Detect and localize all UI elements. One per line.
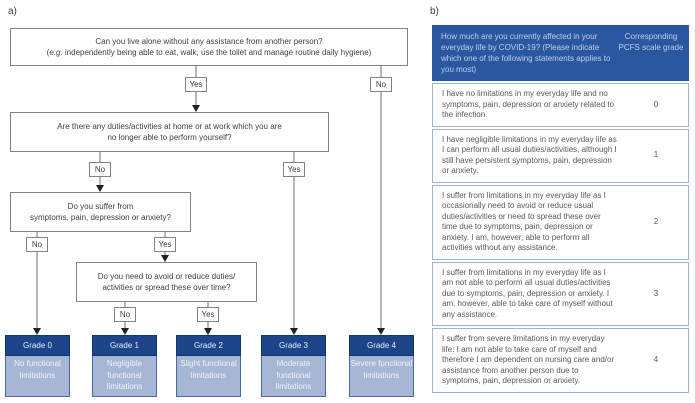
decision-label-no: No	[26, 237, 48, 252]
grade-box-1: Grade 1 Negligible functional limitation…	[92, 335, 157, 397]
grade-description: No functional limitations	[5, 356, 70, 397]
question-line: Do you need to avoid or reduce duties/	[97, 272, 236, 281]
grade-title: Grade 2	[176, 335, 241, 356]
grade-box-2: Grade 2 Slight functional limitations	[176, 335, 241, 397]
arrowhead	[377, 328, 385, 335]
question-line: Are there any duties/activities at home …	[57, 122, 282, 131]
grade-box-0: Grade 0 No functional limitations	[5, 335, 70, 397]
table-header-grade-col: Corresponding PCFS scale grade	[618, 32, 684, 52]
grade-box-4: Grade 4 Severe functional limitations	[349, 335, 414, 397]
grade-cell: 3	[653, 288, 659, 298]
arrowhead	[96, 185, 104, 192]
arrowhead	[121, 328, 129, 335]
decision-label-no: No	[114, 307, 136, 322]
decision-label-no: No	[370, 77, 392, 92]
grade-title: Grade 4	[349, 335, 414, 356]
question-line: Do you suffer from	[67, 202, 134, 211]
grade-description: Slight functional limitations	[176, 356, 241, 397]
grade-title: Grade 1	[92, 335, 157, 356]
grade-cell: 2	[653, 216, 659, 226]
decision-label-yes: Yes	[197, 307, 219, 322]
table-row: I have negligible limitations in my ever…	[432, 128, 689, 183]
question-line: symptoms, pain, depression or anxiety?	[30, 213, 171, 222]
grade-description: Negligible functional limitations	[92, 356, 157, 397]
question-line: Can you live alone without any assistanc…	[95, 37, 323, 46]
table-header-question: How much are you currently affected in y…	[441, 32, 611, 74]
panel-b-label: b)	[430, 6, 439, 17]
decision-label-no: No	[89, 162, 111, 177]
question-box-avoid-reduce: Do you need to avoid or reduce duties/ a…	[76, 262, 257, 302]
grade-box-3: Grade 3 Moderate functional limitations	[261, 335, 326, 397]
table-row: I suffer from severe limitations in my e…	[432, 328, 689, 393]
decision-label-yes: Yes	[283, 162, 305, 177]
table-row: I suffer from limitations in my everyday…	[432, 261, 689, 326]
grade-cell: 1	[653, 150, 659, 160]
table-header-row: How much are you currently affected in y…	[432, 25, 689, 81]
question-box-symptoms: Do you suffer from symptoms, pain, depre…	[10, 192, 191, 232]
grade-title: Grade 3	[261, 335, 326, 356]
grade-cell: 0	[653, 99, 659, 109]
arrowhead	[192, 105, 200, 112]
question-line: no longer able to perform yourself?	[107, 133, 232, 142]
table-row: I have no limitations in my everyday lif…	[432, 83, 689, 127]
pcfs-questionnaire-table: How much are you currently affected in y…	[432, 25, 689, 393]
question-line: (e.g. independently being able to eat, w…	[46, 48, 372, 57]
arrowhead	[161, 255, 169, 262]
arrowhead	[33, 328, 41, 335]
arrowhead	[290, 328, 298, 335]
grade-description: Severe functional limitations	[349, 356, 414, 397]
question-box-duties: Are there any duties/activities at home …	[10, 112, 329, 152]
grade-title: Grade 0	[5, 335, 70, 356]
panel-a-label: a)	[8, 6, 17, 17]
statement-cell: I suffer from limitations in my everyday…	[442, 267, 613, 319]
statement-cell: I have negligible limitations in my ever…	[442, 134, 617, 176]
statement-cell: I suffer from limitations in my everyday…	[442, 190, 606, 253]
question-line: activities or spread these over time?	[102, 283, 231, 292]
decision-label-yes: Yes	[154, 237, 176, 252]
grade-cell: 4	[653, 355, 659, 364]
statement-cell: I have no limitations in my everyday lif…	[442, 89, 615, 119]
statement-cell: I suffer from severe limitations in my e…	[442, 334, 615, 385]
arrowhead	[204, 328, 212, 335]
question-box-live-alone: Can you live alone without any assistanc…	[10, 28, 408, 66]
table-row: I suffer from limitations in my everyday…	[432, 184, 689, 260]
grade-description: Moderate functional limitations	[261, 356, 326, 397]
decision-label-yes: Yes	[185, 77, 207, 92]
